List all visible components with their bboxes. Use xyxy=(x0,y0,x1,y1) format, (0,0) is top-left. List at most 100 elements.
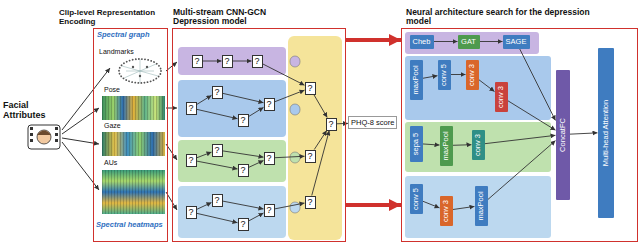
connector-arrow xyxy=(312,131,330,196)
unknown-label: ? xyxy=(265,99,274,110)
gaze-heatmap xyxy=(102,132,165,156)
operation-label: ConcatFC xyxy=(558,118,566,152)
encoding-panel: Clip-level Representation Encoding xyxy=(93,28,168,242)
connector-arrow xyxy=(249,161,264,168)
operation-box: sepa 5 xyxy=(410,126,423,162)
connector-arrow xyxy=(197,109,238,118)
landmark-point xyxy=(132,66,134,68)
landmark-graph xyxy=(122,59,158,83)
unknown-label: ? xyxy=(239,165,248,176)
au-search-band xyxy=(405,176,551,238)
panel-heading: Neural architecture search for the depre… xyxy=(406,8,606,27)
gaze-heatmap-texture xyxy=(102,132,165,156)
connector-arrow xyxy=(479,79,495,91)
unknown-operation-box: ? xyxy=(238,218,249,231)
stream-output xyxy=(290,104,300,115)
video-icon xyxy=(28,125,60,149)
transfer-arrow xyxy=(346,38,401,42)
unknown-label: ? xyxy=(265,205,274,216)
connector-arrow xyxy=(223,151,264,157)
au-heatmap-texture xyxy=(102,170,165,214)
transfer-arrow xyxy=(346,203,401,207)
connector-arrow xyxy=(423,144,440,145)
operation-box: conv 5 xyxy=(438,60,451,90)
modality-label: AUs xyxy=(104,159,154,167)
graph-stream-band xyxy=(178,47,286,75)
operation-label: SAGE xyxy=(506,37,527,46)
pose-heatmap xyxy=(102,96,165,120)
operation-box: conv 3 xyxy=(466,60,479,90)
stream-output xyxy=(290,152,300,163)
operation-box: maxPool xyxy=(475,186,488,226)
operation-label: conv 3 xyxy=(497,85,505,107)
operation-box: Cheb xyxy=(410,35,434,49)
unknown-operation-box: ? xyxy=(212,144,223,157)
operation-label: conv 3 xyxy=(468,63,476,85)
unknown-label: ? xyxy=(213,87,222,98)
operation-label: Multi-head Attention xyxy=(601,99,609,165)
operation-box: GAT xyxy=(458,35,480,49)
connector-arrow xyxy=(203,61,222,62)
connector-arrow xyxy=(314,95,327,118)
unknown-label: ? xyxy=(327,119,336,130)
operation-label: conv 5 xyxy=(412,187,420,209)
unknown-operation-box: ? xyxy=(252,55,263,68)
connector-arrow xyxy=(508,101,556,131)
operation-box: maxPool xyxy=(410,60,423,100)
operation-box: Multi-head Attention xyxy=(598,48,614,218)
unknown-operation-box: ? xyxy=(212,194,223,207)
unknown-operation-box: ? xyxy=(305,150,316,163)
au-heatmap xyxy=(102,170,165,214)
connector-arrow xyxy=(223,93,264,102)
film-hole xyxy=(30,139,33,142)
connector-arrow xyxy=(570,133,598,134)
connector-arrow xyxy=(197,213,238,222)
au-stream-band xyxy=(178,186,286,238)
modality-label: Gaze xyxy=(104,122,154,130)
connector-arrow xyxy=(453,206,475,209)
connector-arrow xyxy=(337,123,349,124)
operation-box: conv 3 xyxy=(472,130,485,160)
modality-label: Landmarks xyxy=(99,48,159,56)
unknown-operation-box: ? xyxy=(186,206,197,219)
connector-arrow xyxy=(480,41,503,42)
operation-label: conv 5 xyxy=(440,63,448,85)
unknown-operation-box: ? xyxy=(212,86,223,99)
operation-label: maxPool xyxy=(412,65,420,94)
output-label: PHQ-8 score xyxy=(351,118,394,127)
unknown-label: ? xyxy=(253,56,262,67)
operation-box: conv 5 xyxy=(410,184,423,214)
film-hole xyxy=(30,127,33,130)
unknown-label: ? xyxy=(239,219,248,230)
landmark-points xyxy=(119,59,161,83)
landmark-point xyxy=(139,75,141,77)
film-hole xyxy=(55,139,58,142)
pose-stream-band xyxy=(178,80,286,137)
pose-search-band xyxy=(405,56,551,120)
unknown-operation-box: ? xyxy=(186,154,197,167)
operation-box: ConcatFC xyxy=(556,70,570,200)
unknown-operation-box: ? xyxy=(305,82,316,95)
input-label: Facial Attributes xyxy=(3,100,55,120)
unknown-label: ? xyxy=(306,197,315,208)
connector-arrow xyxy=(197,161,238,169)
face-icon xyxy=(37,130,51,144)
connector-arrow xyxy=(423,76,438,79)
fusion-region xyxy=(288,36,342,240)
operation-box: maxPool xyxy=(440,126,453,166)
graph-search-band xyxy=(405,32,539,54)
operation-label: conv 3 xyxy=(474,133,482,155)
unknown-label: ? xyxy=(306,83,315,94)
connector-arrow xyxy=(197,203,212,210)
unknown-operation-box: ? xyxy=(326,118,337,131)
landmark-point xyxy=(146,66,148,68)
unknown-operation-box: ? xyxy=(305,196,316,209)
connector-arrow xyxy=(488,141,556,200)
unknown-label: ? xyxy=(187,207,196,218)
unknown-operation-box: ? xyxy=(192,55,203,68)
connector-arrow xyxy=(197,95,212,104)
operation-box: conv 3 xyxy=(440,196,453,226)
group-label: Spectral graph xyxy=(97,31,167,39)
